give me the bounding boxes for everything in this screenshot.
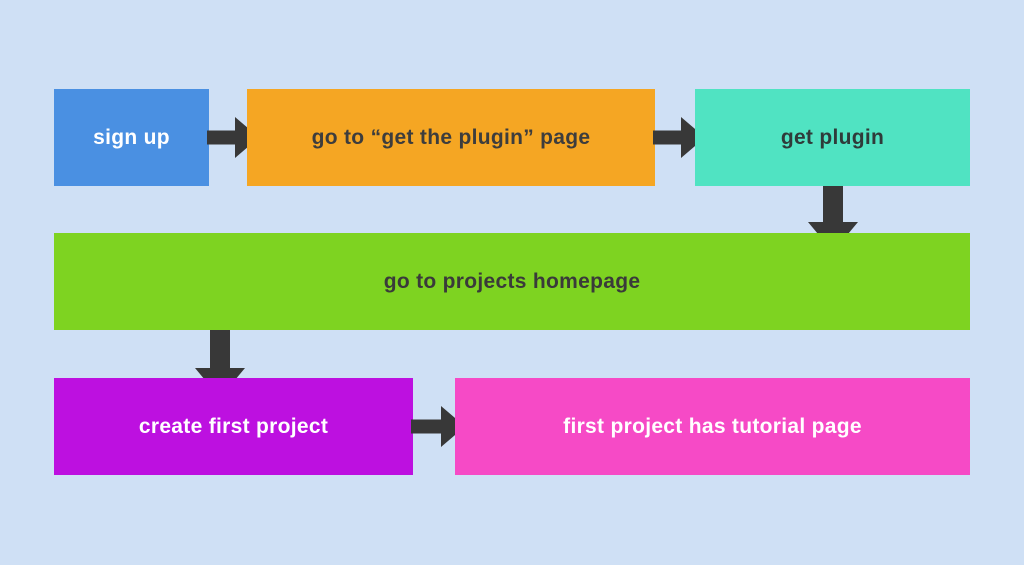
- arrow-firstproject-to-tutorial-icon: [411, 406, 465, 447]
- flow-node-get-plugin: get plugin: [695, 89, 970, 186]
- flow-node-label: sign up: [93, 125, 170, 149]
- flow-node-label: go to “get the plugin” page: [311, 125, 591, 149]
- flow-node-create-first-project: create first project: [54, 378, 413, 475]
- flow-node-get-plugin-page: go to “get the plugin” page: [247, 89, 655, 186]
- flow-node-label: go to projects homepage: [383, 269, 641, 293]
- right-arrow-shape: [653, 117, 705, 158]
- flow-node-sign-up: sign up: [54, 89, 209, 186]
- flow-node-label: create first project: [138, 414, 329, 438]
- right-arrow-shape: [207, 117, 259, 158]
- arrow-pluginpage-to-getplugin-icon: [653, 117, 705, 158]
- right-arrow-shape: [411, 406, 465, 447]
- arrow-signup-to-pluginpage-icon: [207, 117, 259, 158]
- flow-node-label: first project has tutorial page: [563, 414, 862, 438]
- flow-node-tutorial-page: first project has tutorial page: [455, 378, 970, 475]
- flow-node-projects-homepage: go to projects homepage: [54, 233, 970, 330]
- flow-node-label: get plugin: [780, 125, 885, 149]
